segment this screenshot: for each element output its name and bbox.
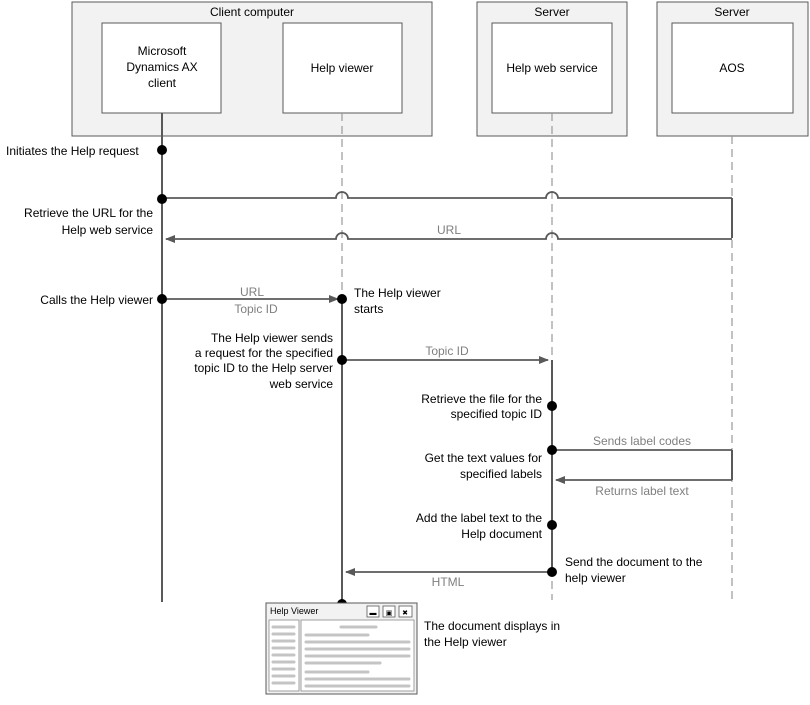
note-doc-displays-line-1: The document displays in xyxy=(424,619,560,633)
maximize-icon: ▣ xyxy=(386,610,393,617)
note-doc-displays-line-2: the Help viewer xyxy=(424,635,507,649)
window-content-lines xyxy=(304,625,411,688)
event-dot-retrieve-url xyxy=(157,194,167,204)
message-sends-label-codes-label: Sends label codes xyxy=(593,434,691,448)
event-dot-add-label xyxy=(547,520,557,530)
note-initiates: Initiates the Help request xyxy=(6,144,139,158)
note-add-label-line-2: Help document xyxy=(461,527,542,541)
note-send-doc-line-2: help viewer xyxy=(565,571,626,585)
window-minimize-button: ▬ xyxy=(366,605,380,618)
message-url-return xyxy=(165,232,732,243)
close-icon: ✖ xyxy=(402,610,408,617)
note-calls-viewer: Calls the Help viewer xyxy=(40,293,153,307)
event-dot-initiates xyxy=(157,145,167,155)
event-dot-viewer-starts xyxy=(337,294,347,304)
window-nav-lines xyxy=(271,625,296,685)
note-viewer-sends-line-3: topic ID to the Help server xyxy=(194,361,333,375)
window-maximize-button: ▣ xyxy=(382,605,396,618)
aos-label: AOS xyxy=(719,61,744,75)
ax-client-label-line-3: client xyxy=(148,76,177,90)
help-web-service-label: Help web service xyxy=(506,61,598,75)
note-retrieve-file-line-2: specified topic ID xyxy=(451,407,543,421)
event-dot-viewer-sends xyxy=(337,355,347,365)
event-dot-send-doc xyxy=(547,567,557,577)
note-viewer-sends-line-2: a request for the specified xyxy=(195,346,333,360)
help-viewer-label: Help viewer xyxy=(311,61,374,75)
note-viewer-starts-line-2: starts xyxy=(354,302,383,316)
ax-client-label-line-2: Dynamics AX xyxy=(126,60,197,74)
note-viewer-sends-line-1: The Help viewer sends xyxy=(211,331,333,345)
minimize-icon: ▬ xyxy=(370,610,377,617)
note-add-label-line-1: Add the label text to the xyxy=(416,511,542,525)
message-call-viewer-topic-label: Topic ID xyxy=(234,302,278,316)
message-url-request xyxy=(162,191,732,199)
help-viewer-window: Help Viewer ▬ ▣ ✖ xyxy=(265,602,418,695)
note-retrieve-url-line-2: Help web service xyxy=(62,223,154,237)
client-computer-label: Client computer xyxy=(210,5,294,19)
window-close-button: ✖ xyxy=(398,605,413,618)
message-html-label: HTML xyxy=(432,575,465,589)
event-dot-get-text xyxy=(547,445,557,455)
participant-help-web-service: Help web service xyxy=(491,22,613,114)
note-get-text-line-2: specified labels xyxy=(460,467,542,481)
server-label-2: Server xyxy=(714,5,749,19)
event-dot-retrieve-file xyxy=(547,401,557,411)
participant-ax-client: Microsoft Dynamics AX client xyxy=(101,22,222,114)
note-viewer-starts-line-1: The Help viewer xyxy=(354,286,441,300)
note-retrieve-file-line-1: Retrieve the file for the xyxy=(421,392,542,406)
participant-aos: AOS xyxy=(671,22,794,114)
message-topic-id-label: Topic ID xyxy=(425,344,469,358)
note-retrieve-url-line-1: Retrieve the URL for the xyxy=(24,206,153,220)
message-returns-label-text-label: Returns label text xyxy=(595,484,689,498)
note-get-text-line-1: Get the text values for xyxy=(425,451,542,465)
event-dot-calls-viewer xyxy=(157,294,167,304)
ax-client-label-line-1: Microsoft xyxy=(138,44,187,58)
note-viewer-sends-line-4: web service xyxy=(269,377,334,391)
participant-help-viewer: Help viewer xyxy=(282,22,403,114)
message-call-viewer-url-label: URL xyxy=(240,285,264,299)
note-send-doc-line-1: Send the document to the xyxy=(565,555,703,569)
help-viewer-window-title: Help Viewer xyxy=(270,606,318,616)
message-url-return-label: URL xyxy=(437,223,461,237)
server-label-1: Server xyxy=(534,5,569,19)
